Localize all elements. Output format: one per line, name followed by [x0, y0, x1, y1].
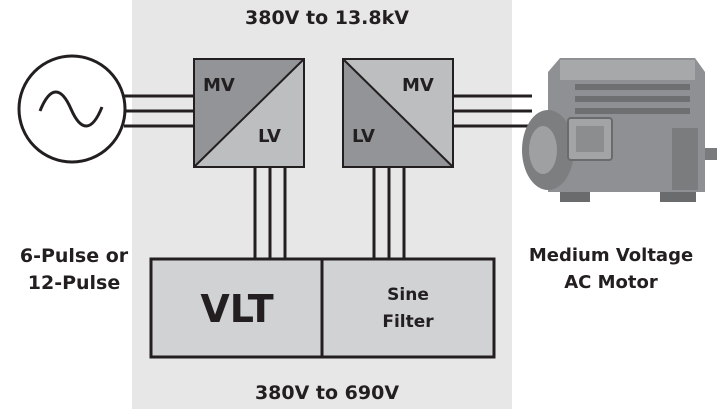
source-feed-lines: [124, 94, 194, 128]
input-transformer-mv-label: MV: [203, 75, 235, 96]
ac-motor-icon: [522, 58, 717, 202]
source-label-line1: 6-Pulse or: [19, 245, 129, 267]
output-transformer: [342, 58, 454, 168]
top-voltage-label: 380V to 13.8kV: [245, 7, 409, 29]
sine-filter-label-line2: Filter: [382, 312, 434, 332]
motor-label-line1: Medium Voltage: [528, 245, 694, 266]
output-transformer-lv-label: LV: [352, 126, 375, 147]
output-transformer-mv-label: MV: [402, 75, 434, 96]
filter-to-output-transformer-lines: [372, 167, 406, 259]
ac-sine-source-icon: [17, 54, 127, 164]
drive-box: [149, 257, 496, 359]
input-transformer-lv-label: LV: [258, 126, 281, 147]
source-label-line2: 12-Pulse: [27, 272, 121, 294]
input-transformer-to-drive-lines: [253, 167, 287, 259]
vlt-label: VLT: [200, 287, 274, 331]
bottom-voltage-label: 380V to 690V: [254, 382, 400, 404]
input-transformer: [193, 58, 305, 168]
motor-label-line2: AC Motor: [564, 272, 658, 293]
motor-feed-lines: [453, 94, 532, 128]
sine-filter-label-line1: Sine: [387, 285, 429, 305]
